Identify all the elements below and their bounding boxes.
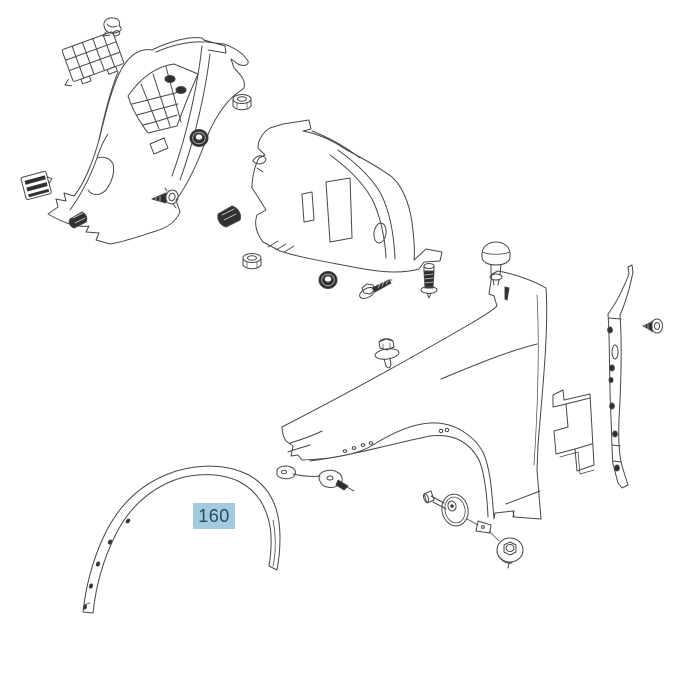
- rear-molding-strip-icon: [607, 264, 634, 489]
- grommet-lower-icon: [318, 271, 338, 289]
- molding-screw-icon: [642, 318, 663, 334]
- hex-screw-with-washer-icon: [374, 338, 400, 369]
- liner-grille-panel-icon: [61, 30, 125, 87]
- grommet-upper-icon: [189, 129, 209, 147]
- hex-nut-lower-icon: [242, 253, 262, 270]
- flange-nut-icon: [496, 537, 524, 569]
- part-number-label[interactable]: 160: [193, 503, 235, 529]
- mushroom-head-rivet-icon: [481, 241, 511, 301]
- front-fender-icon: [281, 270, 548, 534]
- mounting-clip-left-icon: [68, 211, 88, 229]
- retainer-bracket-icon: [20, 170, 53, 201]
- wheel-arch-trim-icon: [82, 465, 281, 614]
- plastic-rivet-icon: [420, 263, 438, 299]
- retaining-clip-top-icon: [102, 17, 122, 37]
- expansion-rivet-icon: [151, 187, 179, 209]
- wheel-house-liner-rear-icon: [251, 119, 443, 273]
- bolt-with-washer-icon: [422, 490, 500, 542]
- hex-nut-upper-icon: [232, 94, 252, 111]
- headlamp-mounting-strip-icon: [276, 465, 355, 492]
- self-tapping-screw-icon: [359, 279, 393, 299]
- mounting-clip-right-icon: [217, 205, 241, 228]
- fender-bracket-icon: [552, 389, 595, 475]
- wheel-house-liner-front-icon: [47, 37, 249, 245]
